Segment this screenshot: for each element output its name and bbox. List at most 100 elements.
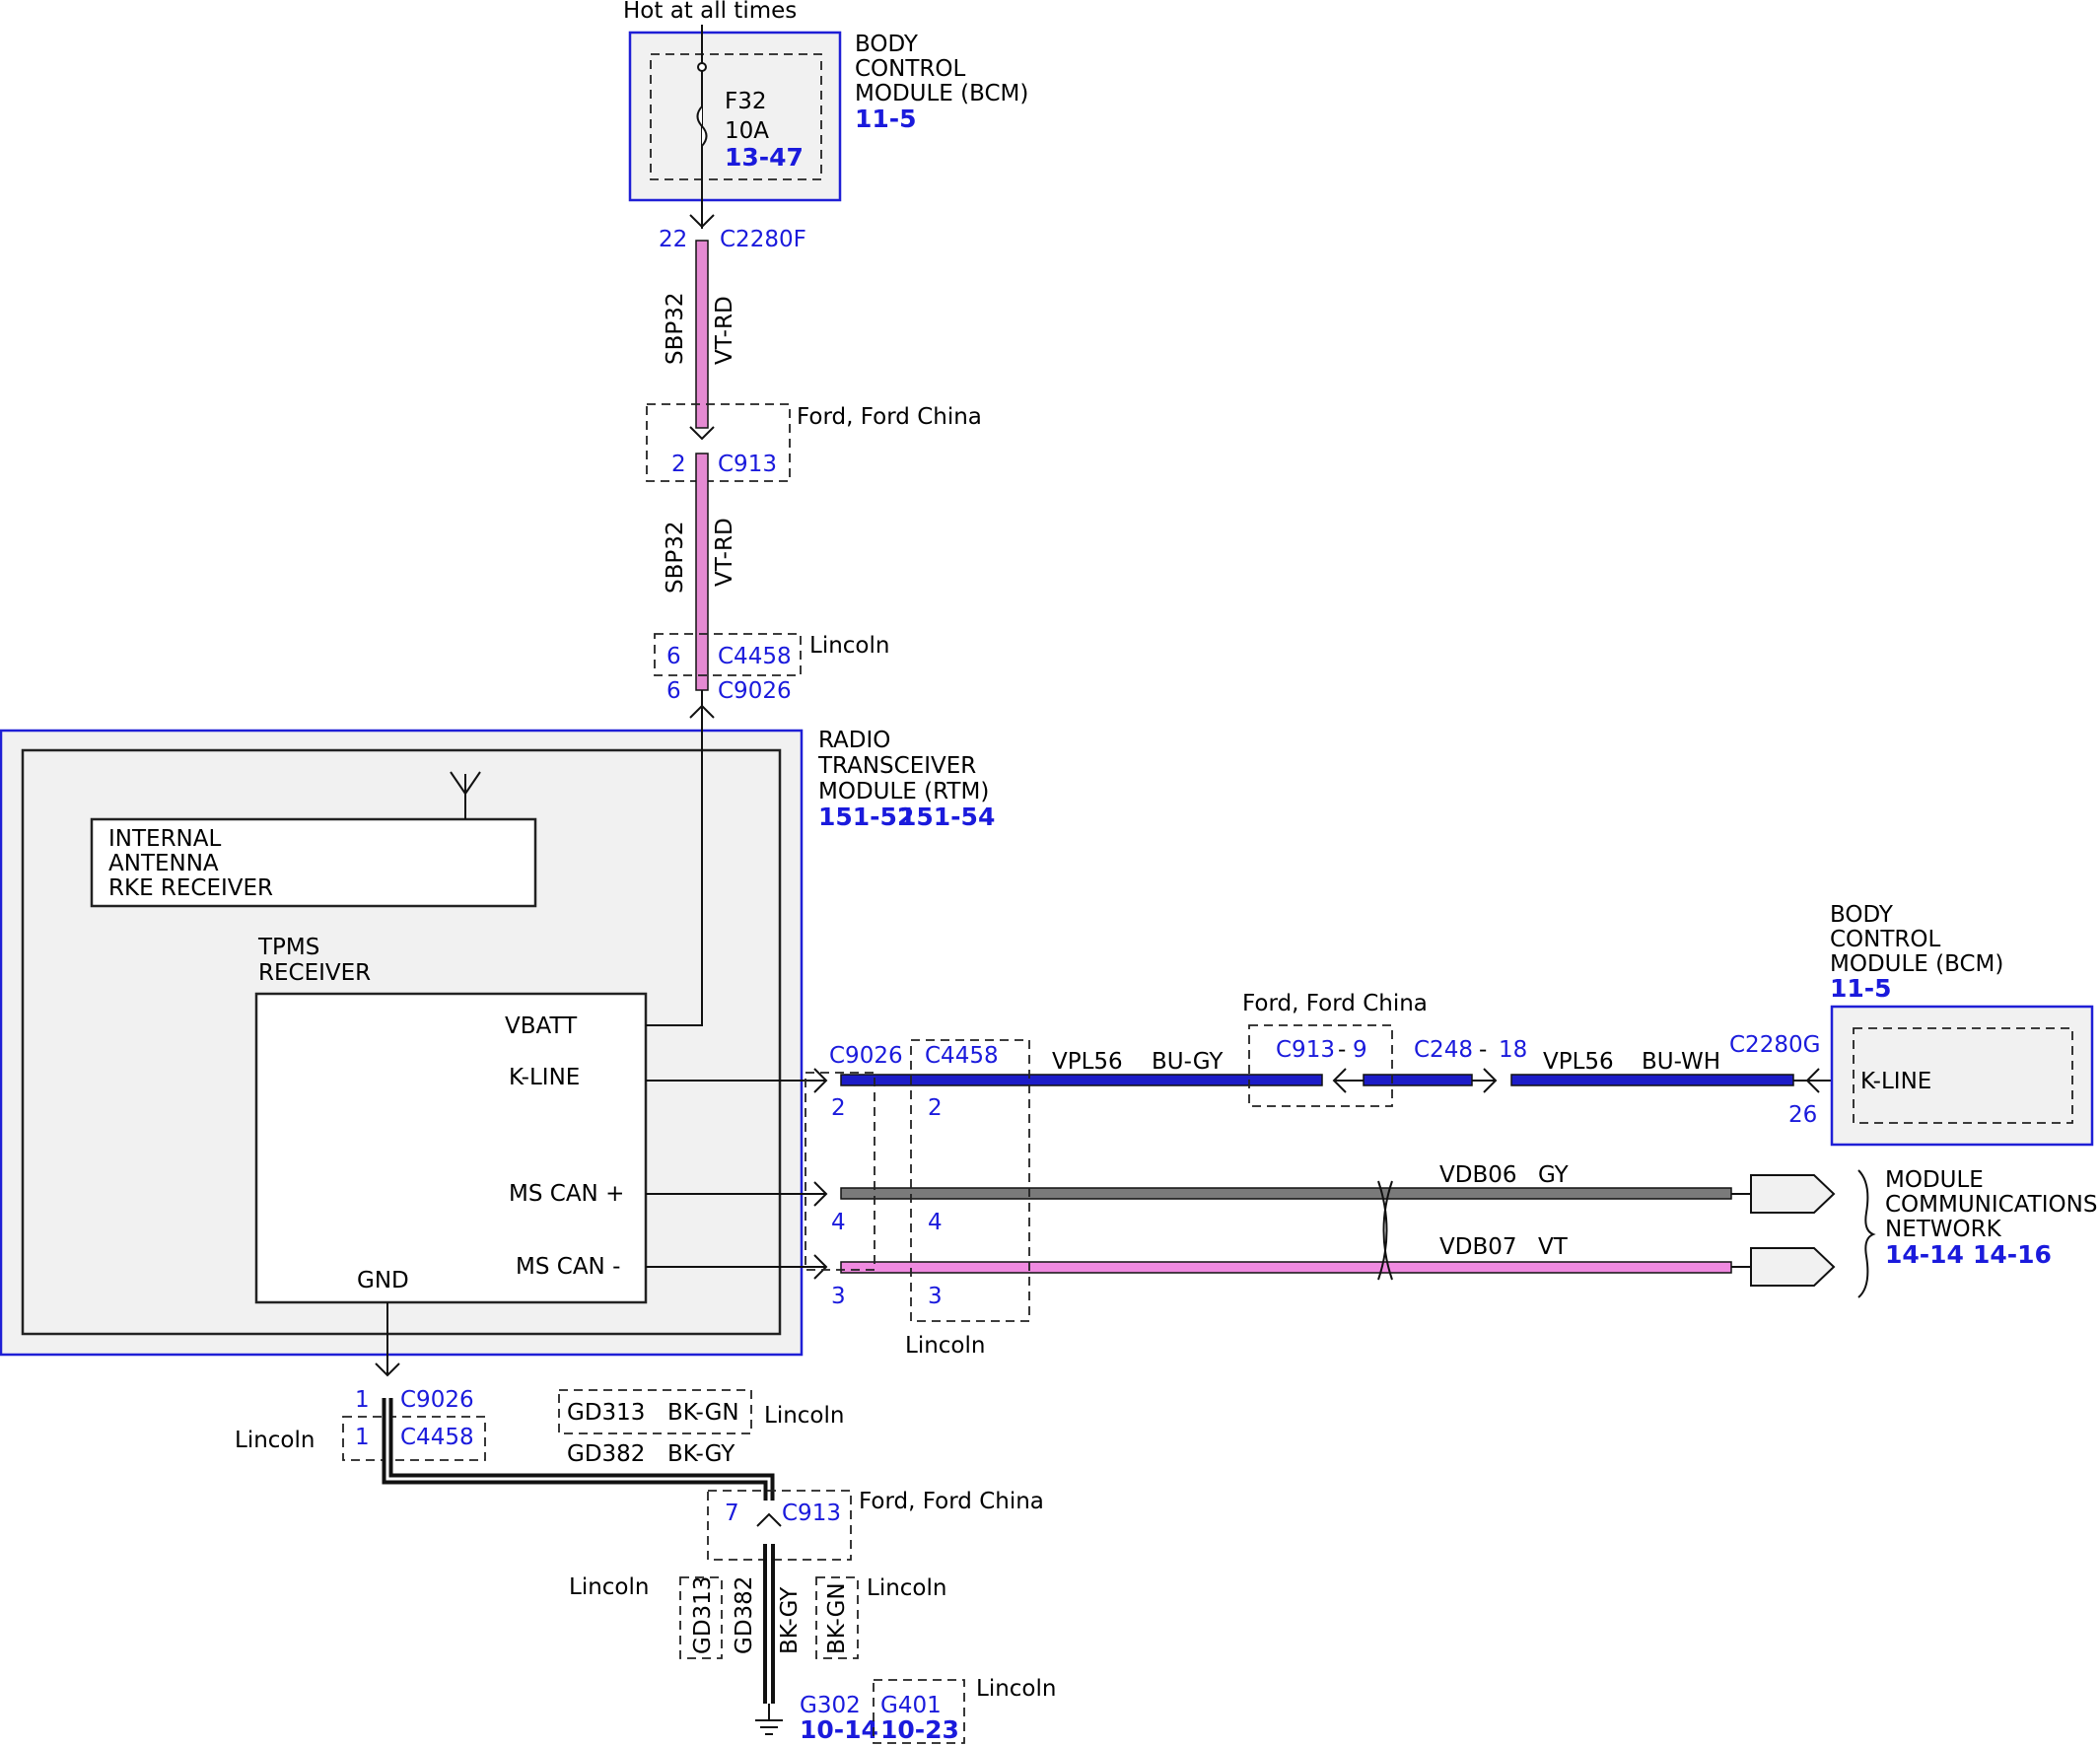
tpms-title-2: RECEIVER [258, 960, 371, 986]
wire-gd382-h-label: GD382 [567, 1441, 645, 1467]
bcm-right-title-3: MODULE (BCM) [1830, 951, 2003, 977]
connector-c9026-kline-icon [813, 1068, 828, 1093]
variant-lincoln-gd313: Lincoln [764, 1403, 844, 1429]
wire-bkgy-v-label: BK-GY [777, 1586, 803, 1654]
wire-sbp32-label-2: SBP32 [663, 521, 688, 594]
ground-g401: G401 [880, 1693, 942, 1718]
fuse-terminal-icon [697, 62, 707, 72]
pin-2-kline-b: 2 [928, 1095, 943, 1121]
wire-bkgy-h-label: BK-GY [667, 1441, 735, 1467]
wire-vpl56-buwh [1510, 1074, 1794, 1086]
bcm-top-box [628, 31, 842, 202]
network-ref-link-1[interactable]: 14-14 [1885, 1240, 1964, 1269]
wire-buwh-label: BU-WH [1642, 1049, 1720, 1075]
variant-lincoln-v1: Lincoln [569, 1574, 649, 1600]
wire-gd313-h-label: GD313 [567, 1400, 645, 1426]
fuse-icon [696, 105, 708, 147]
network-arrow-2-icon [1750, 1247, 1836, 1287]
c913-right-dashed-box [1248, 1024, 1393, 1107]
connector-c248: C248 [1414, 1037, 1473, 1063]
pin-3-a: 3 [831, 1284, 846, 1309]
connector-c9026-bottom: C9026 [400, 1387, 474, 1413]
bcm-right-inner-dashed [1853, 1027, 2073, 1124]
wire-sbp32-segment-2 [695, 453, 709, 691]
variant-lincoln-top: Lincoln [809, 633, 889, 659]
pin-26: 26 [1788, 1102, 1817, 1128]
network-brace-icon [1857, 1169, 1876, 1298]
ground-g302-ref-link[interactable]: 10-14 [800, 1715, 878, 1744]
wire-vtrd-label-2: VT-RD [712, 518, 737, 587]
variant-ford-top: Ford, Ford China [797, 404, 982, 430]
dash-sep-2: - [1479, 1037, 1487, 1063]
pin-7-c913: 7 [725, 1501, 739, 1526]
twisted-pair-icon [1377, 1180, 1393, 1281]
bcm-top-title-1: BODY [855, 32, 919, 57]
wire-sbp32-label-1: SBP32 [663, 292, 688, 365]
pin-3-b: 3 [928, 1284, 943, 1309]
tpms-title-1: TPMS [257, 935, 319, 960]
wire-c913-c248-segment [1363, 1074, 1473, 1086]
g401-dashed-box [873, 1679, 965, 1744]
wire-vdb07-label: VDB07 [1439, 1234, 1517, 1260]
wire-gy-label: GY [1538, 1162, 1570, 1188]
antenna-line-1: INTERNAL [108, 826, 221, 852]
connector-c2280g: C2280G [1729, 1032, 1820, 1058]
variant-lincoln-v2: Lincoln [867, 1575, 946, 1601]
ground-g401-ref-link[interactable]: 10-23 [880, 1715, 959, 1744]
bcm-top-ref-link[interactable]: 11-5 [855, 105, 917, 133]
variant-lincoln-bot-left: Lincoln [235, 1428, 315, 1453]
bkgn-vertical-dashed-box [815, 1576, 859, 1659]
pin-4-b: 4 [928, 1210, 943, 1235]
connector-c913-top: C913 [718, 452, 777, 477]
ground-g302: G302 [800, 1693, 861, 1718]
rtm-title-2: TRANSCEIVER [817, 753, 976, 779]
wire-gd382-v-label: GD382 [732, 1576, 757, 1654]
rtm-ref-link-2[interactable]: 151-54 [899, 803, 995, 831]
network-title-2: COMMUNICATIONS [1885, 1192, 2097, 1218]
wire-vdb06-gy [840, 1187, 1732, 1200]
variant-ford-right: Ford, Ford China [1242, 991, 1428, 1016]
connector-c9026-right: C9026 [829, 1043, 903, 1069]
wire-vdb07-vt [840, 1261, 1732, 1274]
pin-4-a: 4 [831, 1210, 846, 1235]
pin-2-c913: 2 [671, 452, 686, 477]
network-ref-link-2[interactable]: 14-16 [1973, 1240, 2052, 1269]
pin-6-c4458: 6 [666, 644, 681, 669]
pin-22: 22 [659, 227, 687, 252]
pin-18: 18 [1499, 1037, 1527, 1063]
tpms-gnd-label: GND [357, 1268, 409, 1293]
gd313-vertical-dashed-box [679, 1576, 723, 1659]
bcm-right-ref-link[interactable]: 11-5 [1830, 974, 1892, 1003]
connector-c9026-top: C9026 [718, 678, 792, 704]
tpms-mscan-minus-label: MS CAN - [516, 1254, 620, 1280]
network-title-3: NETWORK [1885, 1217, 2002, 1242]
variant-ford-bot: Ford, Ford China [859, 1489, 1044, 1514]
ground-symbol-icon [755, 1719, 783, 1735]
wire-vt-label: VT [1538, 1234, 1569, 1260]
rtm-title-1: RADIO [818, 728, 890, 753]
connector-c4458-top: C4458 [718, 644, 792, 669]
c9026-right-dashed-box [805, 1072, 875, 1271]
tpms-receiver-box [254, 992, 648, 1304]
connector-c4458-right: C4458 [925, 1043, 999, 1069]
dash-sep-1: - [1338, 1037, 1346, 1063]
wire-sbp32-segment-1 [695, 240, 709, 429]
fuse-ref-link[interactable]: 13-47 [725, 143, 804, 172]
connector-c4458-bottom: C4458 [400, 1425, 474, 1450]
fuse-rating: 10A [725, 118, 769, 144]
antenna-line-3: RKE RECEIVER [108, 875, 273, 901]
wire-bkgn-h-label: BK-GN [667, 1400, 739, 1426]
wire-bkgn-v-label: BK-GN [824, 1582, 850, 1654]
connector-c913-right: C913 [1276, 1037, 1335, 1063]
bcm-top-title-3: MODULE (BCM) [855, 81, 1028, 106]
fuse-name: F32 [725, 89, 767, 114]
c913-bottom-dashed-box [707, 1490, 852, 1561]
rtm-ref-link-1[interactable]: 151-52 [818, 803, 914, 831]
wire-vpl56-bugy [840, 1074, 1323, 1086]
tpms-mscan-plus-label: MS CAN + [509, 1181, 624, 1207]
gd313-horizontal-dashed-box [558, 1389, 752, 1434]
bcm-right-box [1830, 1005, 2094, 1147]
antenna-icon [450, 771, 481, 819]
wire-vdb06-label: VDB06 [1439, 1162, 1517, 1188]
c4458-top-dashed-box [654, 633, 802, 676]
